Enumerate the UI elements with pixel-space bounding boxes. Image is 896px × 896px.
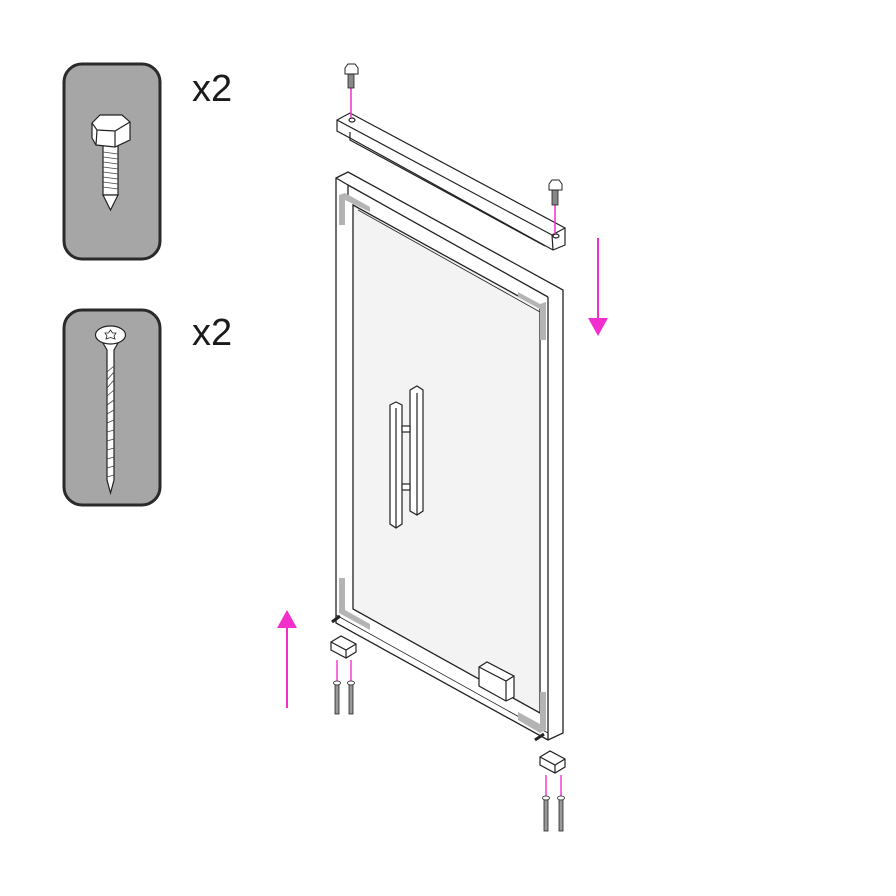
hex-bolt-top-left xyxy=(344,63,359,118)
hex-bolt-top-right xyxy=(548,179,563,234)
wood-screws-right xyxy=(542,775,565,832)
door-frame xyxy=(335,171,564,741)
hex-bolt-quantity: x2 xyxy=(192,68,233,110)
foot-block-left xyxy=(330,635,357,659)
part-panel-hex-bolt xyxy=(62,62,162,261)
foot-block-right xyxy=(539,750,566,774)
door-handle xyxy=(389,385,424,529)
bottom-latch xyxy=(478,661,515,702)
corner-pads xyxy=(339,193,546,733)
wood-screws-left xyxy=(333,660,355,715)
torx-screw-icon xyxy=(94,325,127,496)
wood-screw-quantity: x2 xyxy=(192,312,233,354)
arrow-down-icon xyxy=(588,238,608,336)
part-panel-wood-screw xyxy=(62,308,162,507)
top-rail xyxy=(336,112,566,251)
arrow-up-icon xyxy=(277,610,297,708)
